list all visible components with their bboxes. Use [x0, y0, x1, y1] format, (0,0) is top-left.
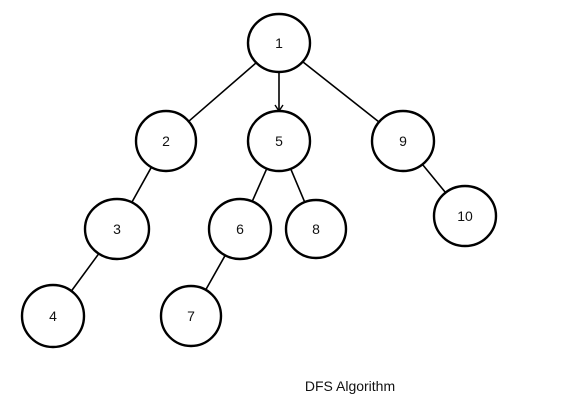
edge-5-8 [289, 168, 306, 203]
node-2: 2 [134, 109, 198, 173]
node-label-3: 3 [113, 221, 121, 237]
node-label-5: 5 [275, 133, 283, 149]
node-9: 9 [370, 109, 436, 173]
node-4: 4 [20, 283, 86, 349]
node-circle-5 [246, 109, 312, 173]
node-circle-4 [20, 283, 86, 349]
node-6: 6 [207, 197, 273, 261]
node-7: 7 [159, 284, 223, 348]
node-1: 1 [246, 12, 312, 74]
node-circle-7 [159, 284, 223, 348]
node-label-8: 8 [312, 221, 320, 237]
node-label-10: 10 [457, 208, 473, 224]
nodes-layer: 1 2 5 9 3 6 8 10 4 7 [20, 12, 498, 349]
node-circle-9 [370, 109, 436, 173]
node-5: 5 [246, 109, 312, 173]
node-circle-10 [432, 184, 498, 248]
edges-layer [70, 60, 447, 292]
node-circle-2 [134, 109, 198, 173]
node-label-6: 6 [236, 221, 244, 237]
node-3: 3 [83, 197, 151, 261]
edge-5-6 [251, 167, 268, 203]
node-label-4: 4 [49, 308, 57, 324]
node-circle-1 [246, 12, 312, 74]
node-label-1: 1 [275, 35, 283, 51]
node-circle-8 [284, 198, 348, 260]
edge-1-2 [187, 61, 258, 123]
node-label-9: 9 [399, 133, 407, 149]
edge-9-10 [421, 163, 447, 194]
edge-1-9 [301, 60, 380, 123]
node-circle-6 [207, 197, 273, 261]
node-label-7: 7 [187, 308, 195, 324]
edge-2-3 [131, 166, 153, 204]
node-label-2: 2 [162, 133, 170, 149]
node-8: 8 [284, 198, 348, 260]
edge-6-7 [204, 254, 226, 291]
edge-3-4 [70, 252, 100, 292]
diagram-caption: DFS Algorithm [305, 378, 395, 394]
node-circle-3 [83, 197, 151, 261]
node-10: 10 [432, 184, 498, 248]
